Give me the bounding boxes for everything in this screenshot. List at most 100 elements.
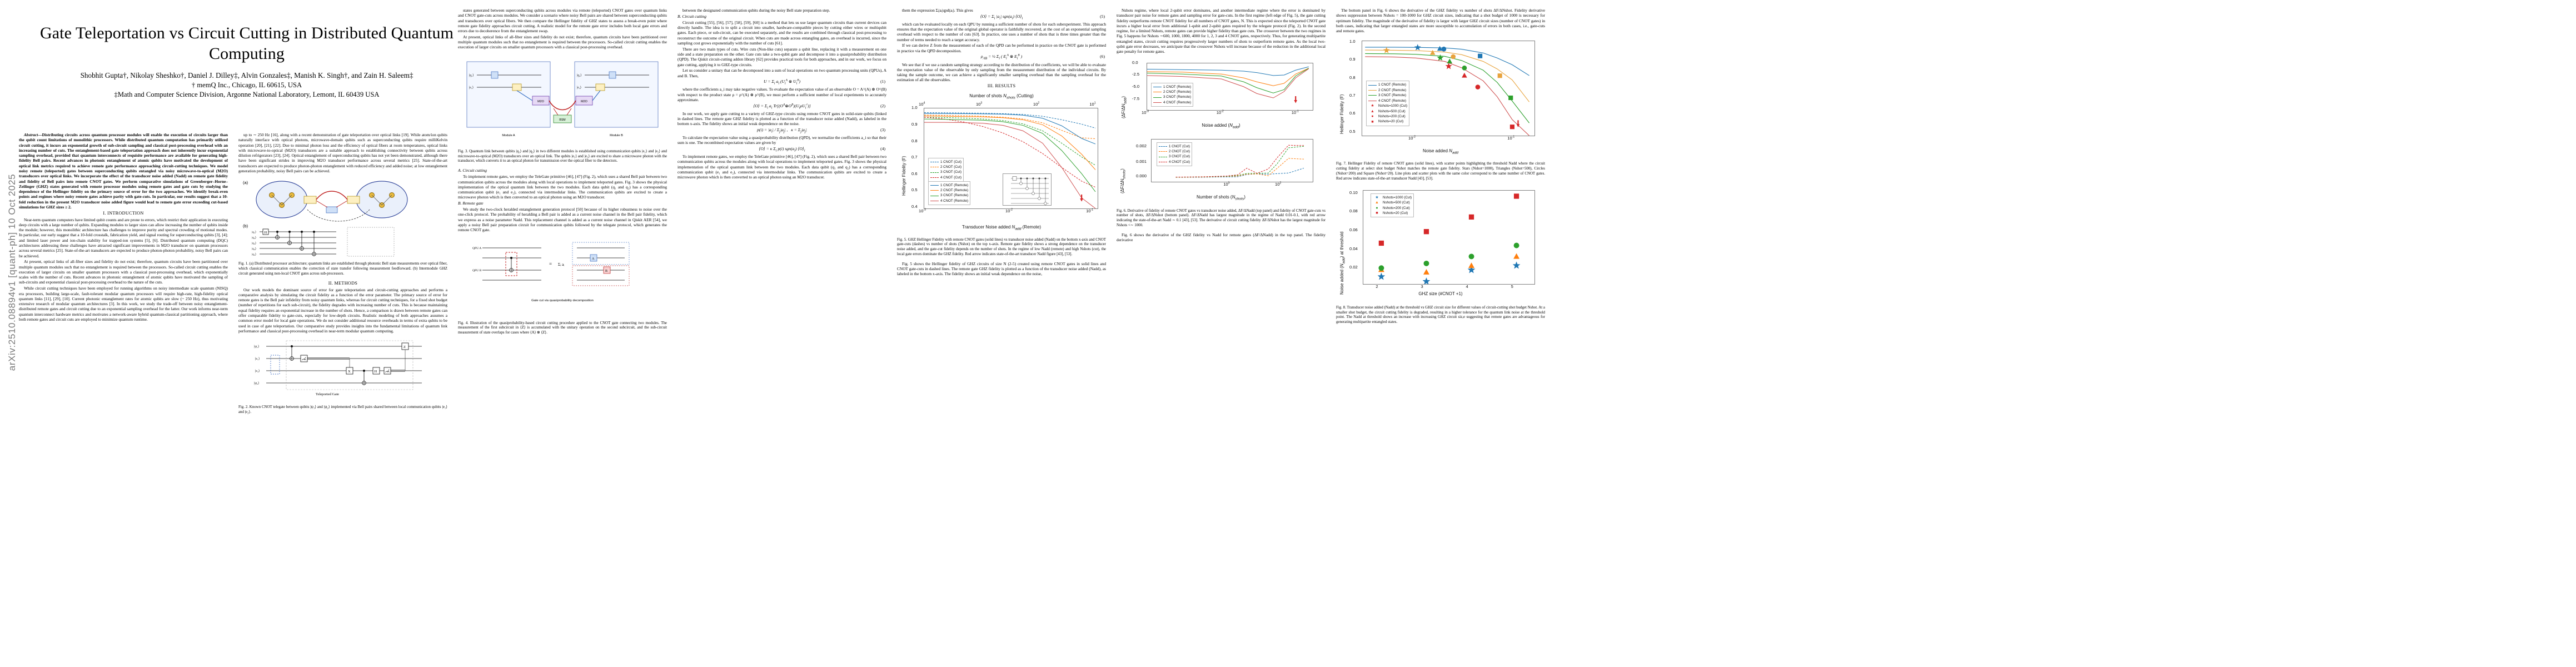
equation-1: U = Σi ai (UiA ⊗ UiB)(1)	[763, 78, 885, 86]
figure-5: Number of shots Nshots (Cutting) Helling…	[897, 92, 1106, 257]
axis-tick: 10-2	[1005, 207, 1013, 213]
axis-tick: 0.10	[1349, 190, 1358, 195]
svg-text:|q₄⟩: |q₄⟩	[252, 247, 256, 251]
author-list: Shobhit Gupta†, Nikolay Sheshko†, Daniel…	[80, 71, 413, 80]
svg-text:Σᵢ aᵢ: Σᵢ aᵢ	[558, 262, 565, 267]
legend-entry: 3 CNOT (Cut)	[930, 170, 961, 175]
fig6bot-legend: 1 CNOT (Cut)2 CNOT (Cut)3 CNOT (Cut)4 CN…	[1157, 142, 1193, 167]
legend-marker: ★	[1371, 104, 1374, 108]
legend-entry: 4 CNOT (Cut)	[930, 175, 961, 180]
figure-8: Noise added (Nadd) at threshold GHZ size…	[1336, 185, 1545, 325]
axis-tick: 3	[1421, 283, 1423, 289]
axis-tick: 0.6	[1349, 111, 1356, 116]
axis-tick: 0.9	[1349, 57, 1356, 62]
col4-p7: To implement remote gates, we employ the…	[677, 154, 886, 180]
legend-label: Nshots=200 (Cut)	[1383, 206, 1410, 210]
axis-tick: 0.9	[911, 121, 918, 127]
col4-cut-p1: Circuit cutting [55], [56], [57], [58], …	[677, 19, 886, 46]
axis-tick: 0.5	[1349, 128, 1356, 134]
column-7: The bottom panel in Fig. 6 shows the der…	[1336, 8, 1545, 661]
svg-text:|ψ₂⟩: |ψ₂⟩	[254, 381, 259, 385]
fig5-legend-cut: 1 CNOT (Cut)2 CNOT (Cut)3 CNOT (Cut)4 CN…	[928, 157, 964, 182]
column-6: Nshots regime, where local 2-qubit error…	[1117, 8, 1326, 661]
legend-swatch	[1368, 84, 1377, 86]
axis-tick: 10-3	[1142, 109, 1149, 115]
axis-tick: 102	[1275, 181, 1282, 187]
svg-text:|e₂⟩: |e₂⟩	[577, 86, 581, 89]
legend-entry: 2 CNOT (Remote)	[930, 188, 968, 193]
axis-tick: 104	[919, 101, 925, 107]
legend-label: 4 CNOT (Cut)	[1169, 160, 1190, 164]
svg-text:H: H	[375, 370, 377, 374]
legend-entry: 2 CNOT (Remote)	[1153, 89, 1191, 94]
axis-tick: 10-1	[1507, 135, 1515, 141]
axis-tick: -7.5	[1132, 96, 1140, 102]
legend-label: Nshots=500 (Cut)	[1378, 109, 1406, 113]
legend-entry: 2 CNOT (Remote)	[1368, 88, 1407, 93]
legend-marker: ▲	[1371, 109, 1374, 113]
fig5-inset-circuit	[1003, 173, 1052, 206]
fig8-xlabel: GHZ size (#CNOT +1)	[1418, 291, 1463, 296]
fig5-legend-remote: 1 CNOT (Remote)2 CNOT (Remote)3 CNOT (Re…	[928, 181, 971, 206]
axis-tick: 1.0	[1349, 39, 1356, 44]
figure-1: (a) (b) H	[238, 176, 447, 276]
fig5-xlabel-bottom: Transducer Noise added Nadd (Remote)	[962, 224, 1041, 231]
section-heading-results: III. RESULTS	[987, 83, 1016, 89]
col3-cut-p1: To implement remote gates, we employ the…	[458, 174, 667, 200]
legend-label: 1 CNOT (Remote)	[1378, 83, 1407, 87]
axis-tick: 0.000	[1136, 173, 1147, 179]
legend-entry: 1 CNOT (Cut)	[930, 160, 961, 165]
legend-label: 4 CNOT (Cut)	[940, 175, 962, 180]
svg-text:(b): (b)	[243, 223, 248, 228]
axis-tick: 2	[1376, 283, 1378, 289]
svg-text:B: B	[605, 270, 607, 273]
legend-marker: ■	[1371, 120, 1374, 124]
title-block: Gate Teleportation vs Circuit Cutting in…	[33, 23, 460, 99]
axis-tick: 103	[1223, 181, 1230, 187]
figure-6-bottom: (ΔF/ΔNshots) Number of shots (Nshots) 1 …	[1117, 135, 1326, 228]
axis-tick: 0.8	[1349, 74, 1356, 80]
legend-label: 1 CNOT (Cut)	[1169, 144, 1190, 148]
axis-tick: 0.8	[911, 138, 918, 143]
affiliation-1: † memQ Inc., Chicago, IL 60615, USA	[191, 81, 302, 89]
equation-5: ⟨O⟩ = Σi |ai| sgn(ai) ⟨O⟩i(5)	[980, 13, 1105, 21]
fig6bot-ylabel: (ΔF/ΔNshots)	[1120, 168, 1127, 193]
col5-p3: If we can derive Z from the measurement …	[897, 43, 1106, 53]
fig5-xlabel-top: Number of shots Nshots (Cutting)	[969, 93, 1034, 100]
col6-p1: Nshots regime, where local 2-qubit error…	[1117, 8, 1326, 54]
legend-label: 2 CNOT (Cut)	[940, 165, 962, 169]
fig7-legend: 1 CNOT (Remote)2 CNOT (Remote)3 CNOT (Re…	[1366, 81, 1410, 126]
legend-marker: ●	[1371, 115, 1374, 119]
svg-text:M2O: M2O	[581, 100, 587, 103]
legend-entry: 4 CNOT (Cut)	[1159, 160, 1190, 165]
legend-entry: 1 CNOT (Remote)	[1368, 82, 1407, 87]
fig8-legend: ★Nshots=1000 (Cut)▲Nshots=500 (Cut)●Nsho…	[1371, 193, 1414, 218]
fig7-xlabel: Noise added Nadd	[1422, 148, 1459, 155]
axis-tick: 1.0	[911, 105, 918, 111]
legend-swatch	[930, 177, 939, 178]
subhead-circuit-cutting: B. Circuit cutting	[677, 13, 707, 19]
legend-label: 3 CNOT (Remote)	[1163, 95, 1192, 99]
fig6top-xlabel: Noise added (Nadd)	[1202, 122, 1240, 130]
svg-text:BSM: BSM	[559, 118, 565, 122]
figure-5-chart: Number of shots Nshots (Cutting) Helling…	[897, 92, 1106, 236]
column-grid: Abstract—Distributing circuits across qu…	[19, 8, 2568, 661]
col4-p2: There are two main types of cuts. Wire c…	[677, 46, 886, 67]
svg-text:M2O: M2O	[537, 100, 544, 103]
legend-label: Nshots=200 (Cut)	[1378, 114, 1406, 118]
axis-tick: 0.04	[1349, 246, 1358, 251]
axis-tick: 0.7	[1349, 93, 1356, 98]
fig6bot-xlabel: Number of shots (Nshots)	[1197, 194, 1245, 201]
svg-text:|e₂⟩: |e₂⟩	[255, 369, 260, 373]
col1-p3: While circuit cutting techniques have be…	[19, 286, 228, 322]
col4-p4: where the coefficients a_i may take nega…	[677, 87, 886, 102]
col1-p1: Near-term quantum computers have limited…	[19, 217, 228, 258]
figure-3-caption: Fig. 3. Quantum link between qubits |q₁⟩…	[458, 149, 667, 163]
svg-text:Module A: Module A	[502, 134, 515, 137]
legend-entry: 4 CNOT (Remote)	[930, 198, 968, 203]
legend-marker: ▲	[1375, 201, 1379, 205]
col3-p1: states generated between superconducting…	[458, 8, 667, 34]
legend-swatch	[930, 172, 939, 173]
